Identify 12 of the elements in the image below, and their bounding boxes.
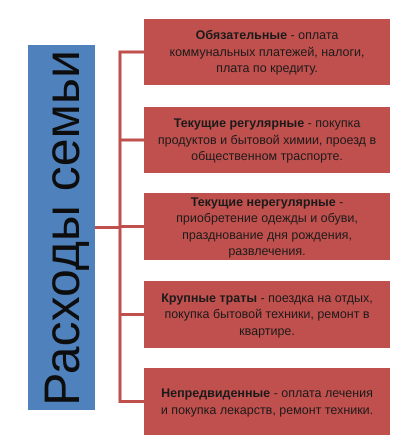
expense-description: Непредвиденные - оплата лечения и покупка лекарств, ремонт техники. bbox=[160, 385, 374, 418]
expense-description: Крупные траты - поездка на отдых, покупка бытовой техники, ремонт в квартире. bbox=[160, 290, 374, 340]
expense-box bbox=[144, 193, 390, 260]
expense-description: Текущие нерегулярные - приобретение одежды и обуви, празднование дня рождения, развлечения. bbox=[175, 194, 359, 260]
category-box bbox=[28, 45, 95, 410]
expense-box bbox=[144, 19, 390, 85]
expense-description: Текущие регулярные - покупка продуктов и бытовой химии, проезд в общественном траспорте. bbox=[156, 115, 378, 165]
category-title: Расходы семьи bbox=[36, 50, 86, 406]
expense-description: Обязательные - оплата коммунальных платежей, налоги, плата по кредиту. bbox=[168, 27, 366, 77]
expense-box bbox=[144, 107, 390, 173]
expense-box bbox=[144, 281, 390, 348]
expense-box bbox=[144, 368, 390, 435]
